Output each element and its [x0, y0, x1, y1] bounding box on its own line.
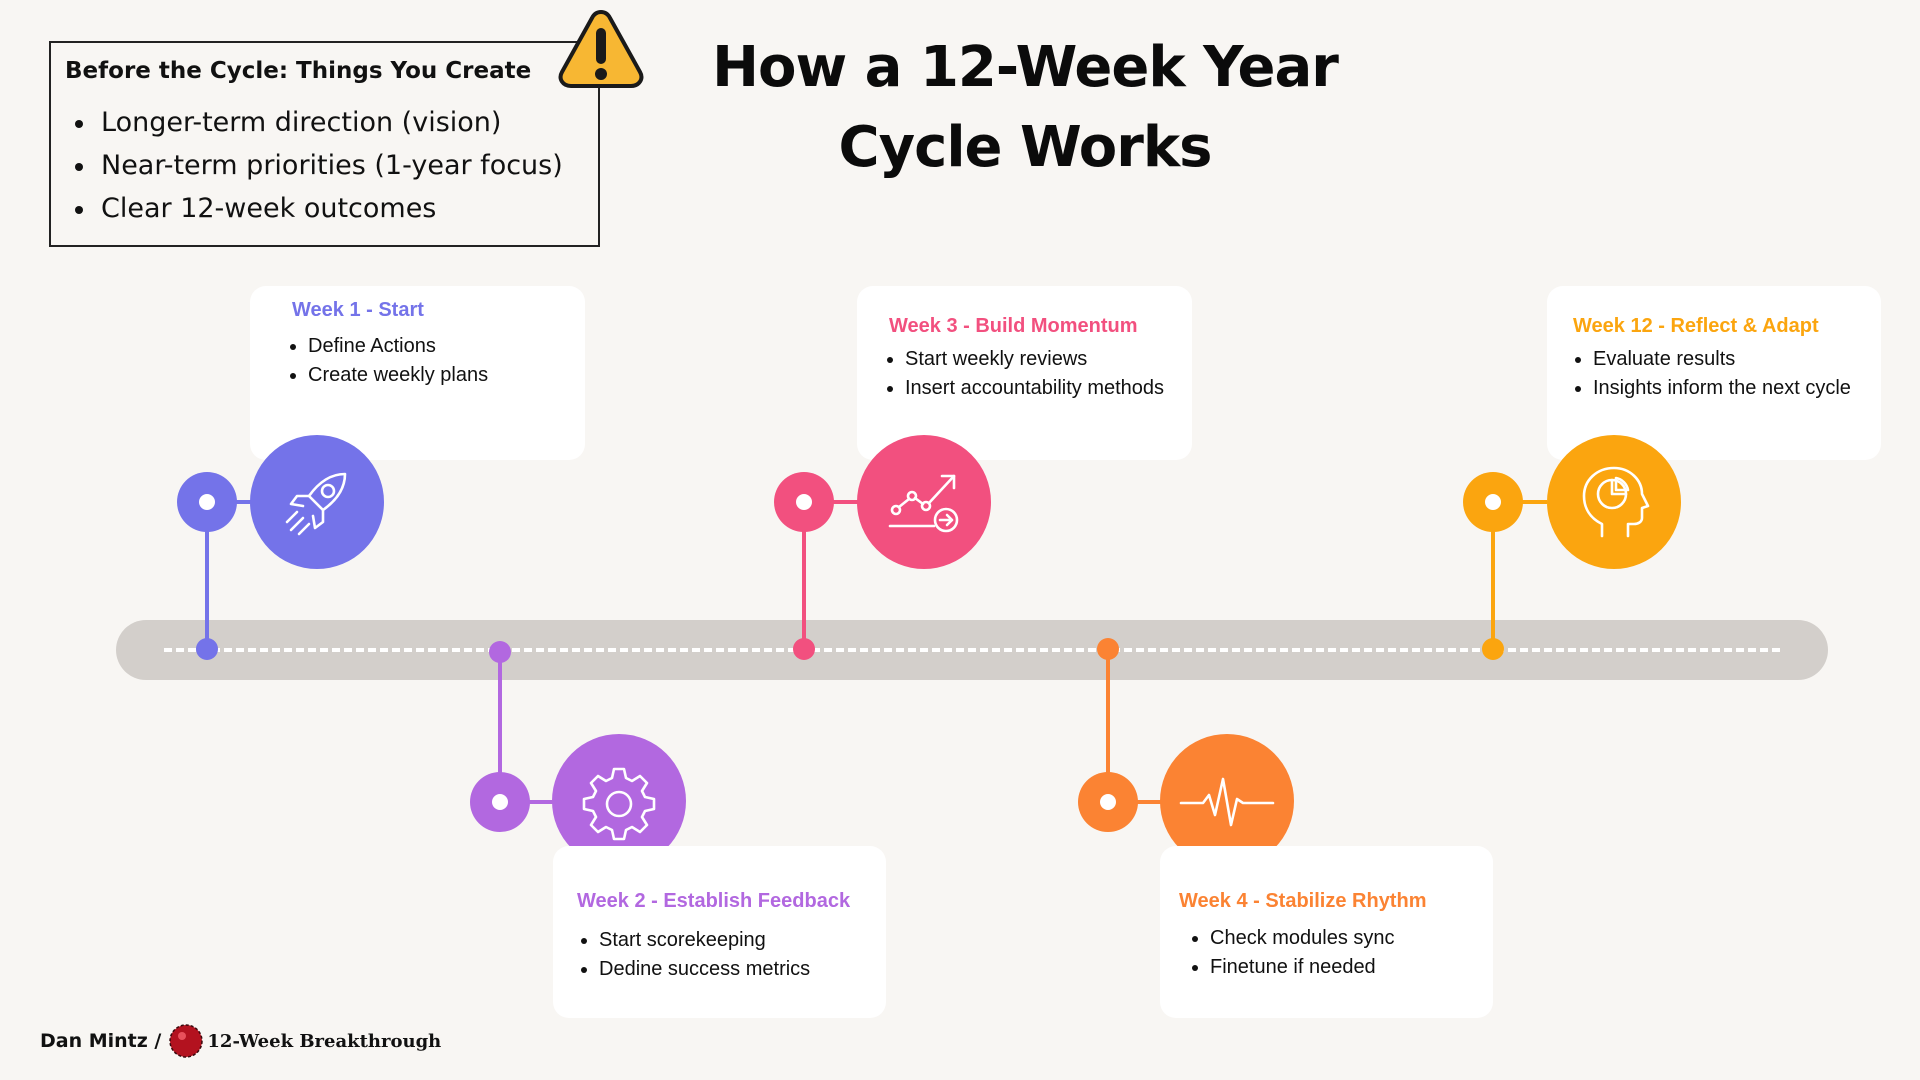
- before-cycle-item: Longer-term direction (vision): [69, 101, 563, 144]
- week-4-item: Finetune if needed: [1188, 953, 1395, 982]
- week-4-list: Check modules sync Finetune if needed: [1188, 924, 1395, 982]
- warning-icon: [558, 10, 644, 88]
- week-2-marker: [470, 772, 530, 832]
- timeline-dashes: [164, 648, 1780, 652]
- week-1-item: Create weekly plans: [286, 361, 488, 390]
- week-12-marker: [1463, 472, 1523, 532]
- before-cycle-heading: Before the Cycle: Things You Create: [65, 58, 532, 84]
- week-4-marker: [1078, 772, 1138, 832]
- week-3-connector: [828, 500, 858, 504]
- week-12-card: Week 12 - Reflect & Adapt Evaluate resul…: [1547, 286, 1881, 460]
- rocket-icon: [285, 472, 347, 536]
- week-2-timeline-dot: [489, 641, 511, 663]
- week-4-stem: [1106, 652, 1110, 802]
- footer: Dan Mintz / 12-Week Breakthrough: [40, 1024, 441, 1058]
- week-2-title: Week 2 - Establish Feedback: [577, 890, 851, 912]
- week-2-connector: [525, 800, 555, 804]
- week-1-timeline-dot: [196, 638, 218, 660]
- week-2-icon-badge: [552, 734, 686, 868]
- before-cycle-box: Before the Cycle: Things You Create Long…: [49, 41, 600, 247]
- week-1-list: Define Actions Create weekly plans: [286, 332, 488, 390]
- brand-name: 12-Week Breakthrough: [207, 1030, 442, 1052]
- week-1-marker: [177, 472, 237, 532]
- week-4-icon-badge: [1160, 734, 1294, 868]
- heartbeat-icon: [1179, 777, 1275, 827]
- week-1-connector: [230, 500, 256, 504]
- gear-icon: [582, 767, 656, 841]
- week-3-stem: [802, 502, 806, 648]
- week-4-card: Week 4 - Stabilize Rhythm Check modules …: [1160, 846, 1493, 1018]
- week-3-list: Start weekly reviews Insert accountabili…: [883, 345, 1164, 403]
- brand-logo: [169, 1024, 204, 1058]
- week-1-card: Week 1 - Start Define Actions Create wee…: [250, 286, 585, 460]
- week-2-item: Start scorekeeping: [577, 926, 810, 955]
- week-4-timeline-dot: [1097, 638, 1119, 660]
- week-3-icon-badge: [857, 435, 991, 569]
- growth-chart-icon: [888, 474, 959, 533]
- before-cycle-list: Longer-term direction (vision) Near-term…: [69, 101, 563, 230]
- week-3-title: Week 3 - Build Momentum: [889, 315, 1138, 337]
- week-12-timeline-dot: [1482, 638, 1504, 660]
- week-4-item: Check modules sync: [1188, 924, 1395, 953]
- week-2-list: Start scorekeeping Dedine success metric…: [577, 926, 810, 984]
- week-3-item: Insert accountability methods: [883, 374, 1164, 403]
- week-3-marker: [774, 472, 834, 532]
- week-2-card: Week 2 - Establish Feedback Start scorek…: [553, 846, 886, 1018]
- head-analytics-icon: [1582, 466, 1650, 538]
- page-title: How a 12-Week Year Cycle Works: [650, 28, 1400, 188]
- week-12-icon-badge: [1547, 435, 1681, 569]
- week-3-item: Start weekly reviews: [883, 345, 1164, 374]
- week-2-stem: [498, 652, 502, 802]
- week-1-stem: [205, 502, 209, 648]
- week-3-card: Week 3 - Build Momentum Start weekly rev…: [857, 286, 1192, 460]
- week-1-icon-badge: [250, 435, 384, 569]
- title-line-1: How a 12-Week Year: [712, 35, 1339, 100]
- author-name: Dan Mintz /: [40, 1030, 162, 1052]
- week-12-item: Evaluate results: [1571, 345, 1851, 374]
- week-12-list: Evaluate results Insights inform the nex…: [1571, 345, 1851, 403]
- week-12-stem: [1491, 502, 1495, 648]
- week-12-title: Week 12 - Reflect & Adapt: [1573, 315, 1819, 337]
- before-cycle-item: Near-term priorities (1-year focus): [69, 144, 563, 187]
- before-cycle-item: Clear 12-week outcomes: [69, 187, 563, 230]
- week-4-title: Week 4 - Stabilize Rhythm: [1179, 890, 1427, 912]
- week-12-connector: [1517, 500, 1547, 504]
- week-12-item: Insights inform the next cycle: [1571, 374, 1851, 403]
- title-line-2: Cycle Works: [838, 115, 1213, 180]
- week-4-connector: [1132, 800, 1162, 804]
- week-1-title: Week 1 - Start: [292, 299, 424, 321]
- week-2-item: Dedine success metrics: [577, 955, 810, 984]
- week-3-timeline-dot: [793, 638, 815, 660]
- week-1-item: Define Actions: [286, 332, 488, 361]
